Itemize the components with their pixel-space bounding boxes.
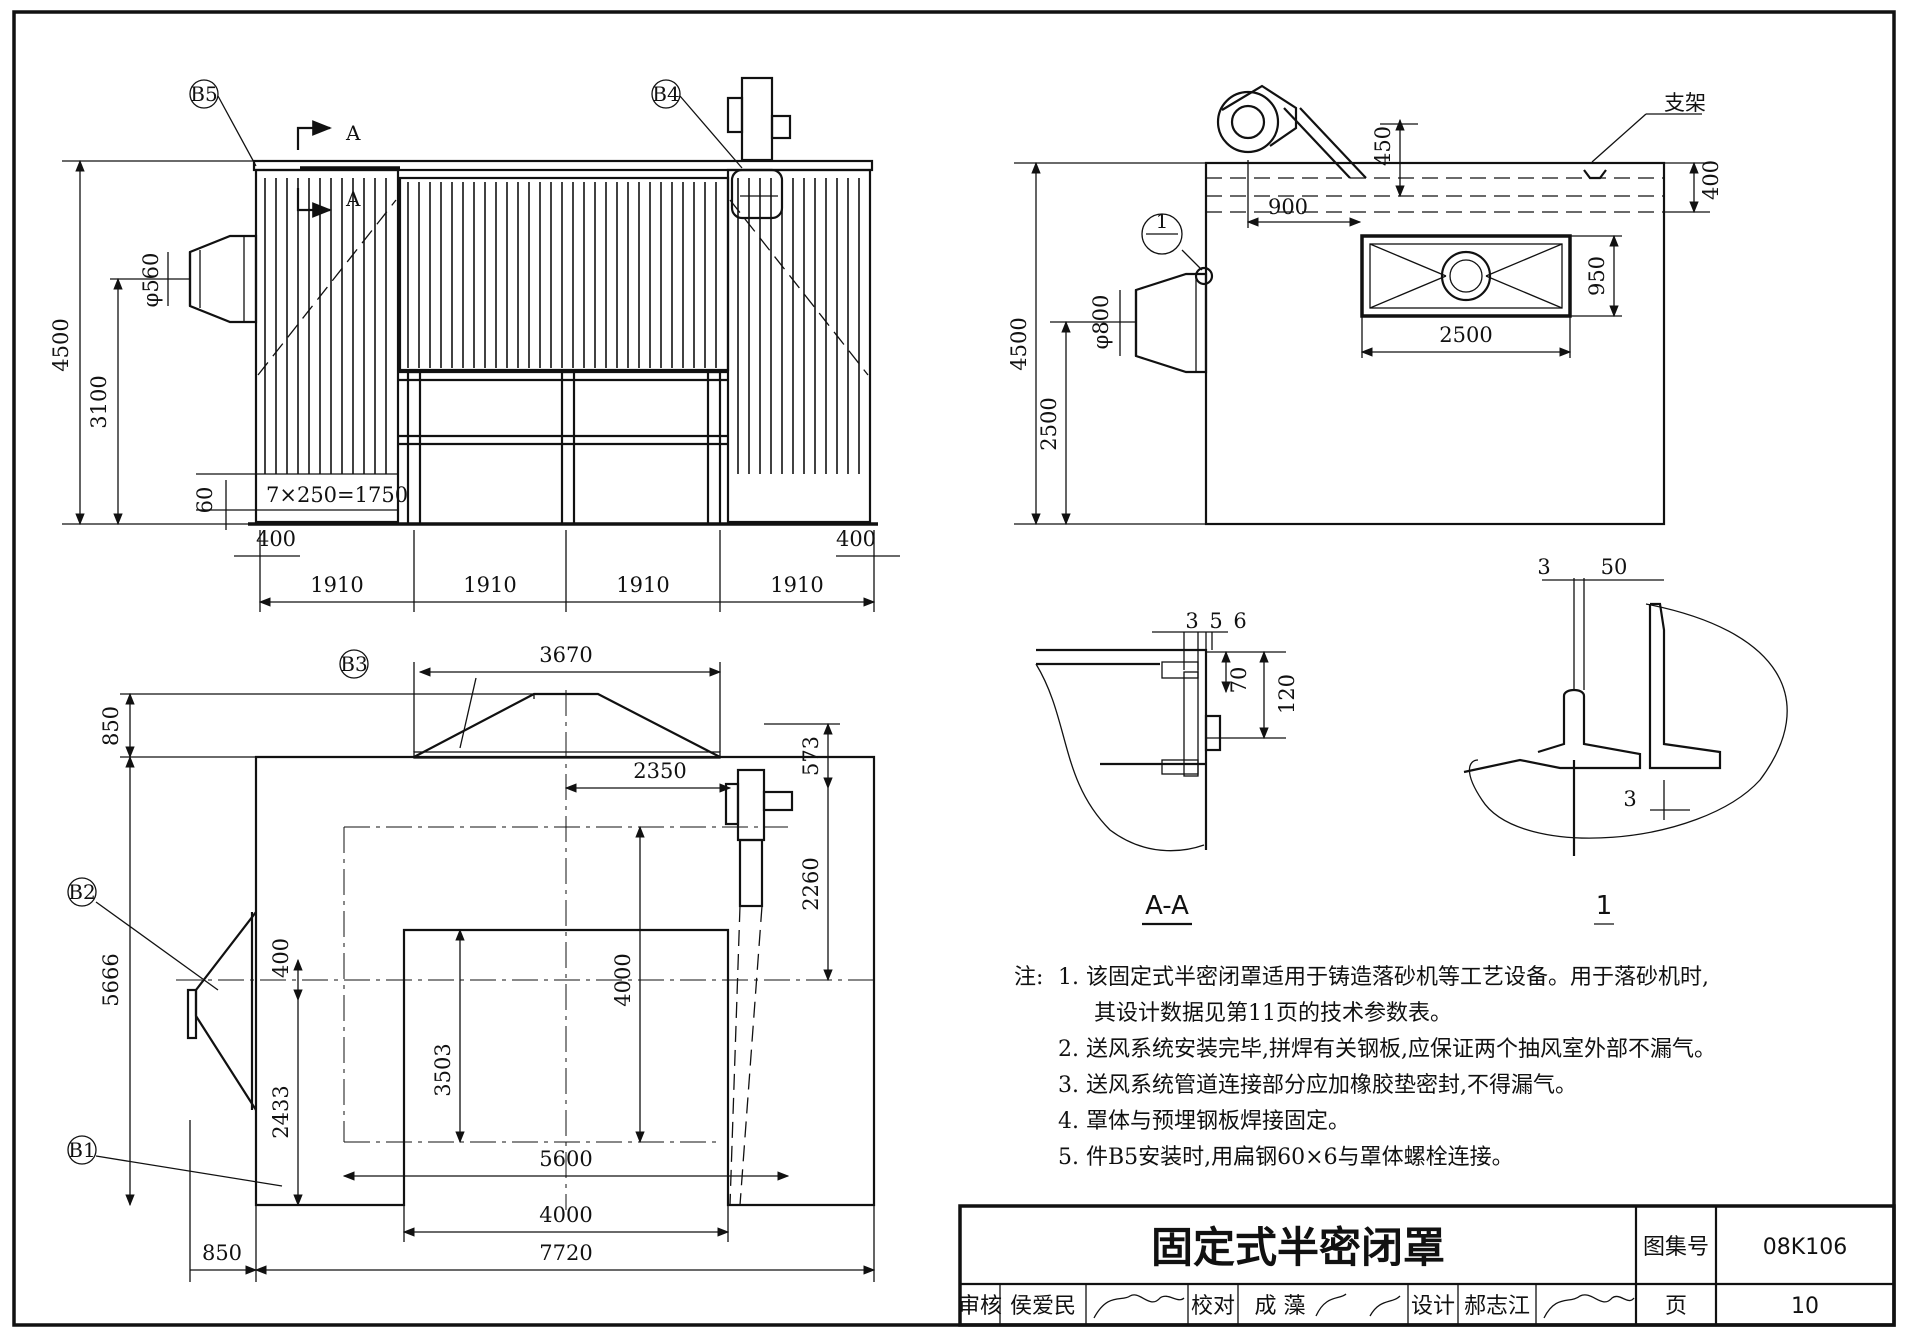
front-dim-bay-2: 1910 — [463, 573, 516, 597]
plan-outline — [254, 755, 876, 1207]
aa-dim-3: 3 — [1185, 609, 1198, 633]
left-chamber-stripes — [264, 178, 394, 474]
side-dim-inlet-dia: φ800 — [1089, 295, 1113, 350]
part-b1-label: B1 — [68, 1138, 95, 1162]
front-top-beam — [252, 159, 874, 172]
plan-view — [95, 662, 876, 1282]
section-aa-title: A-A — [1145, 891, 1189, 921]
plan-dim-850-top: 850 — [99, 706, 123, 746]
aa-dim-6: 6 — [1233, 609, 1246, 633]
page-label: 页 — [1665, 1294, 1687, 1319]
plan-dim-3503: 3503 — [431, 1043, 455, 1096]
section-mark-top: A — [345, 121, 361, 145]
atlas-number: 08K106 — [1763, 1235, 1847, 1260]
side-dim-4500: 4500 — [1007, 317, 1031, 370]
plan-dim-850-bottom: 850 — [202, 1241, 242, 1265]
notes-heading: 注: — [1014, 965, 1043, 990]
side-dim-2500: 2500 — [1037, 397, 1061, 450]
note-3: 3. 送风系统管道连接部分应加橡胶垫密封,不得漏气。 — [1058, 1073, 1577, 1098]
note-2: 2. 送风系统安装完毕,拼焊有关钢板,应保证两个抽风室外部不漏气。 — [1058, 1037, 1716, 1062]
part-b2-label: B2 — [68, 880, 95, 904]
plan-dim-5666: 5666 — [99, 953, 123, 1006]
plan-dim-4000-v: 4000 — [611, 953, 635, 1006]
part-1-label: 1 — [1156, 209, 1169, 233]
plan-dim-7720: 7720 — [539, 1241, 592, 1265]
atlas-label: 图集号 — [1643, 1235, 1709, 1260]
side-fan-housing — [1216, 90, 1280, 154]
detail1-dim-3-top: 3 — [1537, 555, 1550, 579]
front-dim-bay-3: 1910 — [616, 573, 669, 597]
right-chamber-stripes — [732, 178, 864, 474]
plan-dim-3670: 3670 — [539, 643, 592, 667]
front-dim-bay-4: 1910 — [770, 573, 823, 597]
aa-dim-120: 120 — [1275, 674, 1299, 714]
support-label: 支架 — [1664, 91, 1706, 115]
middle-sheet-panel — [398, 176, 730, 372]
plan-dim-4000-h: 4000 — [539, 1203, 592, 1227]
section-aa-detail — [1035, 631, 1286, 926]
detail-1-title: 1 — [1596, 891, 1613, 921]
side-dim-900: 900 — [1268, 195, 1308, 219]
detail1-dim-50: 50 — [1601, 555, 1628, 579]
side-elevation — [1014, 84, 1710, 526]
front-dim-60: 60 — [193, 487, 217, 514]
part-b3-label: B3 — [340, 652, 367, 676]
check-name: 成 藻 — [1255, 1294, 1306, 1319]
note-1-cont: 其设计数据见第11页的技术参数表。 — [1094, 1001, 1452, 1026]
side-dim-2500-h: 2500 — [1439, 323, 1492, 347]
front-dim-inlet-dia: φ560 — [139, 253, 163, 308]
aa-dim-70: 70 — [1227, 667, 1251, 694]
review-name: 侯爱民 — [1010, 1294, 1076, 1319]
front-dim-4500: 4500 — [49, 318, 73, 371]
plan-dim-5600: 5600 — [539, 1147, 592, 1171]
side-dim-400: 400 — [1699, 160, 1723, 200]
design-label: 设计 — [1411, 1294, 1455, 1319]
design-name: 郝志江 — [1464, 1294, 1530, 1319]
front-dim-grille: 7×250=1750 — [266, 483, 408, 507]
front-dim-3100: 3100 — [87, 375, 111, 428]
part-b4-label: B4 — [652, 82, 679, 106]
sheet-border — [12, 10, 1896, 1327]
plan-dim-400: 400 — [269, 938, 293, 978]
front-dim-bay-1: 1910 — [310, 573, 363, 597]
front-elevation — [62, 76, 900, 612]
note-1: 1. 该固定式半密闭罩适用于铸造落砂机等工艺设备。用于落砂机时, — [1058, 965, 1709, 990]
plan-dim-2350: 2350 — [633, 759, 686, 783]
drawing-title: 固定式半密闭罩 — [1151, 1223, 1445, 1272]
section-mark-bottom: A — [345, 187, 361, 211]
front-dim-left-400: 400 — [256, 527, 296, 551]
review-label: 审核 — [958, 1294, 1002, 1319]
title-block — [958, 1204, 1896, 1327]
check-label: 校对 — [1191, 1294, 1235, 1319]
side-dim-450: 450 — [1371, 126, 1395, 166]
note-5: 5. 件B5安装时,用扁钢60×6与罩体螺栓连接。 — [1058, 1145, 1514, 1170]
page-number: 10 — [1791, 1294, 1819, 1319]
plan-dim-2433: 2433 — [269, 1085, 293, 1138]
part-b5-label: B5 — [190, 82, 217, 106]
left-suction-chamber — [254, 168, 400, 524]
middle-panel-stripes — [404, 182, 724, 368]
detail1-dim-3-bottom: 3 — [1623, 787, 1636, 811]
note-4: 4. 罩体与预埋钢板焊接固定。 — [1058, 1109, 1350, 1134]
front-dim-right-400: 400 — [836, 527, 876, 551]
side-dim-950: 950 — [1585, 256, 1609, 296]
aa-dim-5: 5 — [1209, 609, 1222, 633]
detail-1 — [1463, 578, 1788, 925]
plan-dim-573: 573 — [799, 736, 823, 776]
side-hood-opening — [1360, 234, 1572, 318]
plan-dim-2260: 2260 — [799, 857, 823, 910]
